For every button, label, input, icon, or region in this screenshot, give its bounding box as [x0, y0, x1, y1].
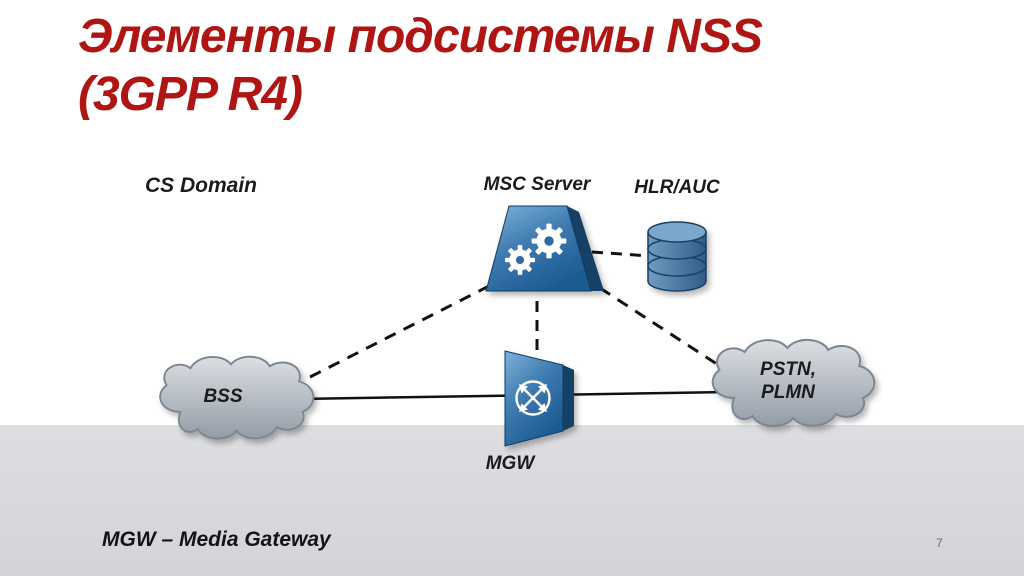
page-number: 7 — [936, 536, 943, 550]
pstn-plmn-label: PSTN, PLMN — [723, 358, 853, 404]
hlr-auc-database-icon — [647, 221, 707, 292]
pstn-label-line1: PSTN, — [760, 359, 816, 380]
gear-icon — [505, 245, 535, 275]
cs-domain-label: CS Domain — [145, 174, 258, 197]
msc-server-icon — [485, 205, 604, 292]
mgw-label: MGW — [485, 453, 535, 474]
title-line-2: (3GPP R4) — [78, 68, 303, 121]
title-line-1: Элементы подсистемы NSS — [78, 10, 763, 63]
msc-server-label: MSC Server — [483, 174, 591, 195]
footer-text: MGW – Media Gateway — [102, 528, 331, 551]
slide-title: Элементы подсистемы NSS (3GPP R4) — [78, 8, 763, 124]
hlr-auc-label: HLR/AUC — [634, 177, 720, 198]
bss-label: BSS — [203, 386, 243, 407]
pstn-label-line2: PLMN — [761, 382, 815, 403]
link-bss-msc-dashed — [309, 281, 496, 379]
bottom-gray-band — [0, 425, 1024, 576]
gear-icon — [531, 223, 567, 259]
switch-arrows-icon — [515, 380, 551, 416]
mgw-icon — [504, 350, 574, 447]
link-msc-hlr-dashed — [591, 250, 651, 258]
link-msc-pstn-dashed — [599, 286, 727, 372]
